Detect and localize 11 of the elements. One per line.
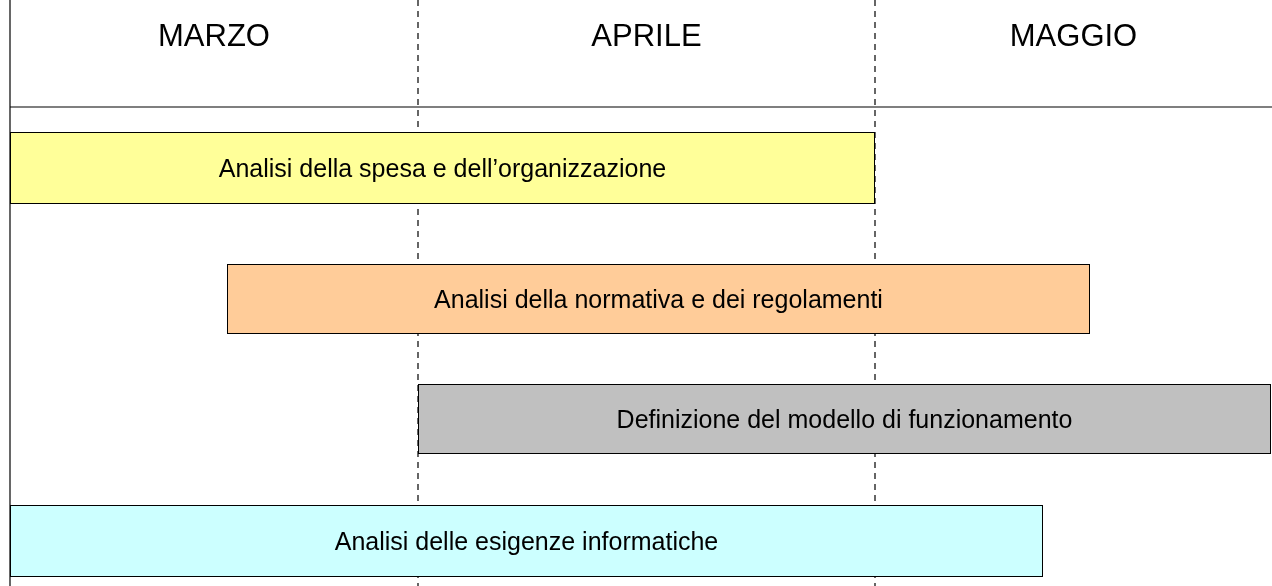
task-bar: [227, 264, 1090, 334]
task-bar: [418, 384, 1271, 454]
task-label: Analisi della spesa e dell’organizzazione: [218, 153, 667, 183]
month-label: MARZO: [157, 18, 271, 54]
task-label: Analisi della normativa e dei regolamenti: [434, 284, 883, 314]
task-label: Definizione del modello di funzionamento: [616, 404, 1073, 434]
month-label: APRILE: [590, 18, 703, 54]
task-label: Analisi delle esigenze informatiche: [334, 526, 719, 556]
task-bar: [10, 132, 875, 204]
month-label: MAGGIO: [1008, 18, 1139, 54]
task-bar: [10, 505, 1043, 577]
